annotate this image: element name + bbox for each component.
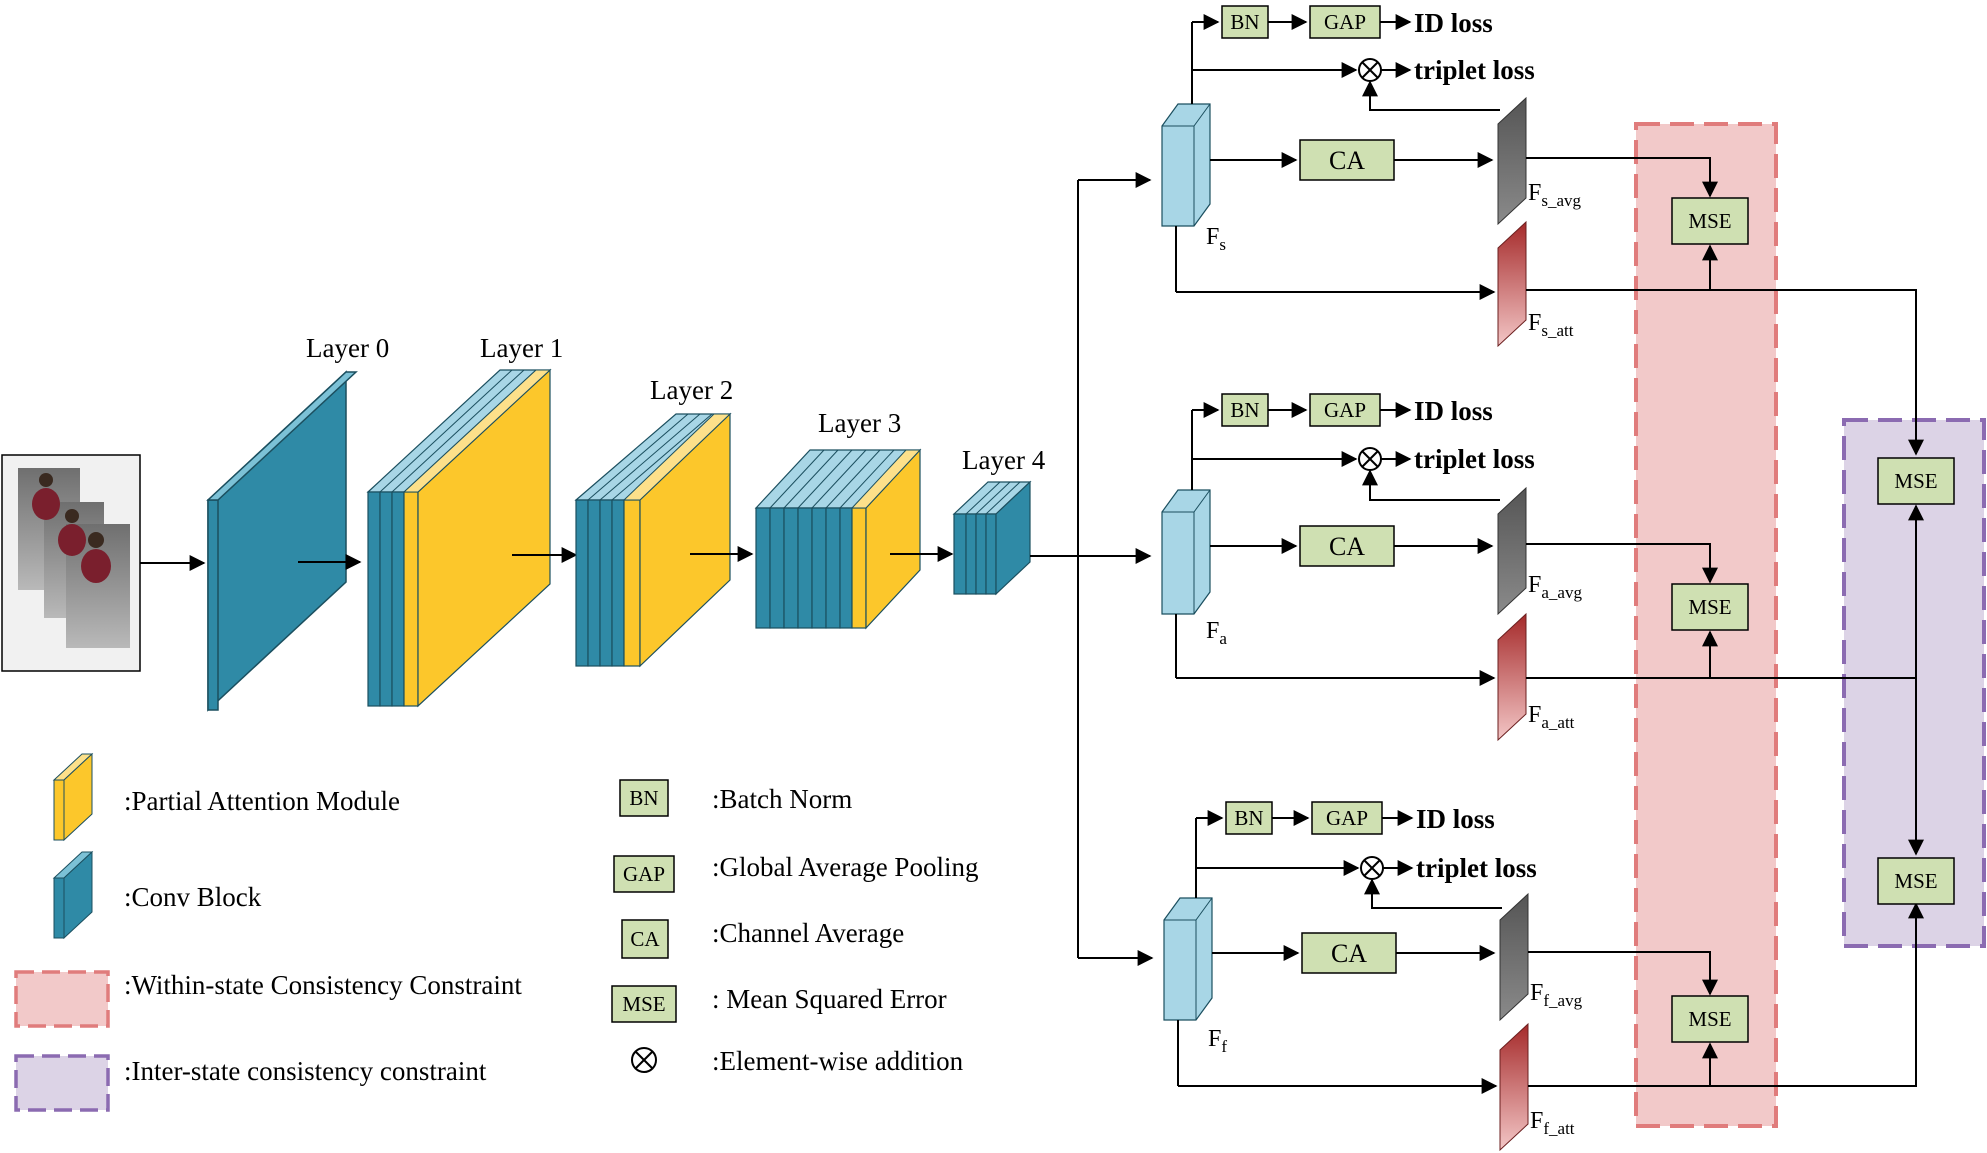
- feature-a-label: Fa: [1206, 618, 1227, 648]
- legend-ca-swatch: [621, 919, 669, 959]
- gap-box-a: [1309, 393, 1381, 427]
- feature-a-att: [1497, 612, 1527, 742]
- gap-box-s: [1309, 5, 1381, 39]
- mse-label-s: MSE: [1688, 209, 1731, 233]
- branch-a: Fa BN GAP ID loss triplet loss CA Fa_avg…: [1161, 393, 1916, 742]
- feature-a-block: [1161, 489, 1211, 615]
- gap-box-f: [1311, 801, 1383, 835]
- gap-label-a: GAP: [1324, 398, 1366, 422]
- bn-box-a: [1221, 393, 1269, 427]
- feature-a-avg: [1497, 486, 1527, 616]
- legend-mse-swatch: [611, 985, 677, 1023]
- legend-ca-symbol: CA: [630, 927, 660, 951]
- legend-mse-label: : Mean Squared Error: [712, 984, 947, 1014]
- legend-mse-symbol: MSE: [622, 992, 665, 1016]
- ca-box-a: [1299, 525, 1395, 567]
- feature-f-att: [1499, 1022, 1529, 1152]
- id-loss-a: ID loss: [1414, 396, 1493, 426]
- feature-f-label: Ff: [1208, 1026, 1227, 1056]
- mse-box-s: [1671, 197, 1749, 245]
- mse-label-f: MSE: [1688, 1007, 1731, 1031]
- triplet-loss-f: triplet loss: [1416, 853, 1537, 883]
- legend-conv-swatch: [52, 850, 94, 940]
- layer3-label: Layer 3: [818, 408, 901, 438]
- layer0-label: Layer 0: [306, 333, 389, 363]
- legend-bn-label: :Batch Norm: [712, 784, 852, 814]
- legend-bn-symbol: BN: [629, 786, 658, 810]
- legend-inter-label: :Inter-state consistency constraint: [124, 1056, 487, 1086]
- triplet-loss-a: triplet loss: [1414, 444, 1535, 474]
- legend-gap-label: :Global Average Pooling: [712, 852, 978, 882]
- layer0-block: [206, 370, 358, 712]
- legend-add-symbol: [631, 1047, 657, 1073]
- legend-gap-swatch: [613, 855, 675, 893]
- id-loss-s: ID loss: [1414, 8, 1493, 38]
- legend-conv-label: :Conv Block: [124, 882, 262, 912]
- feature-a-att-label: Fa_att: [1528, 702, 1575, 732]
- layer2-label: Layer 2: [650, 375, 733, 405]
- branch-f: Ff BN GAP ID loss triplet loss CA Ff_avg…: [1163, 801, 1924, 1152]
- id-loss-f: ID loss: [1416, 804, 1495, 834]
- mse-box-inter-bottom: [1877, 857, 1955, 905]
- legend-bn-swatch: [619, 779, 669, 817]
- mse-box-a: [1671, 583, 1749, 631]
- element-wise-op-a: [1358, 447, 1382, 471]
- legend-gap-symbol: GAP: [623, 862, 665, 886]
- ca-label-f: CA: [1331, 939, 1367, 968]
- feature-s-avg-label: Fs_avg: [1528, 180, 1582, 210]
- feature-s-label: Fs: [1206, 224, 1226, 254]
- legend-within-swatch: [14, 970, 110, 1028]
- legend-attention-swatch: [52, 752, 94, 842]
- bn-label-a: BN: [1230, 398, 1259, 422]
- feature-s-att-label: Fs_att: [1528, 310, 1574, 340]
- mse-box-inter-top: [1877, 457, 1955, 505]
- bn-label-f: BN: [1234, 806, 1263, 830]
- feature-s-avg: [1497, 96, 1527, 226]
- ca-box-f: [1301, 932, 1397, 974]
- legend-ca-label: :Channel Average: [712, 918, 904, 948]
- legend-add-label: :Element-wise addition: [712, 1046, 964, 1076]
- layer4-block: [952, 480, 1032, 596]
- element-wise-op-s: [1358, 58, 1382, 82]
- feature-f-block: [1163, 897, 1213, 1021]
- ca-label-a: CA: [1329, 532, 1365, 561]
- layer1-label: Layer 1: [480, 333, 563, 363]
- mse-label-inter-bottom: MSE: [1894, 869, 1937, 893]
- branch-s: Fs BN GAP ID loss triplet loss CA Fs_avg: [1161, 5, 1924, 456]
- legend: :Partial Attention Module :Conv Block :W…: [14, 752, 978, 1112]
- gap-label-f: GAP: [1326, 806, 1368, 830]
- feature-f-avg: [1499, 892, 1529, 1022]
- layer1-block: [366, 368, 552, 708]
- mse-label-inter-top: MSE: [1894, 469, 1937, 493]
- feature-a-avg-label: Fa_avg: [1528, 572, 1582, 602]
- layer3-block: [754, 448, 922, 630]
- legend-attention-label: :Partial Attention Module: [124, 786, 400, 816]
- mse-box-f: [1671, 995, 1749, 1043]
- feature-s-block: [1161, 103, 1211, 227]
- bn-label-s: BN: [1230, 10, 1259, 34]
- mse-label-a: MSE: [1688, 595, 1731, 619]
- ca-box-s: [1299, 139, 1395, 181]
- layer2-block: [574, 412, 732, 668]
- feature-f-att-label: Ff_att: [1530, 1108, 1575, 1138]
- triplet-loss-s: triplet loss: [1414, 55, 1535, 85]
- element-wise-op-f: [1360, 856, 1384, 880]
- input-image: [1, 454, 141, 672]
- bn-box-s: [1221, 5, 1269, 39]
- feature-f-avg-label: Ff_avg: [1530, 980, 1583, 1010]
- legend-within-label: :Within-state Consistency Constraint: [124, 970, 522, 1000]
- legend-inter-swatch: [14, 1054, 110, 1112]
- feature-s-att: [1497, 220, 1527, 348]
- gap-label-s: GAP: [1324, 10, 1366, 34]
- ca-label-s: CA: [1329, 146, 1365, 175]
- layer4-label: Layer 4: [962, 445, 1046, 475]
